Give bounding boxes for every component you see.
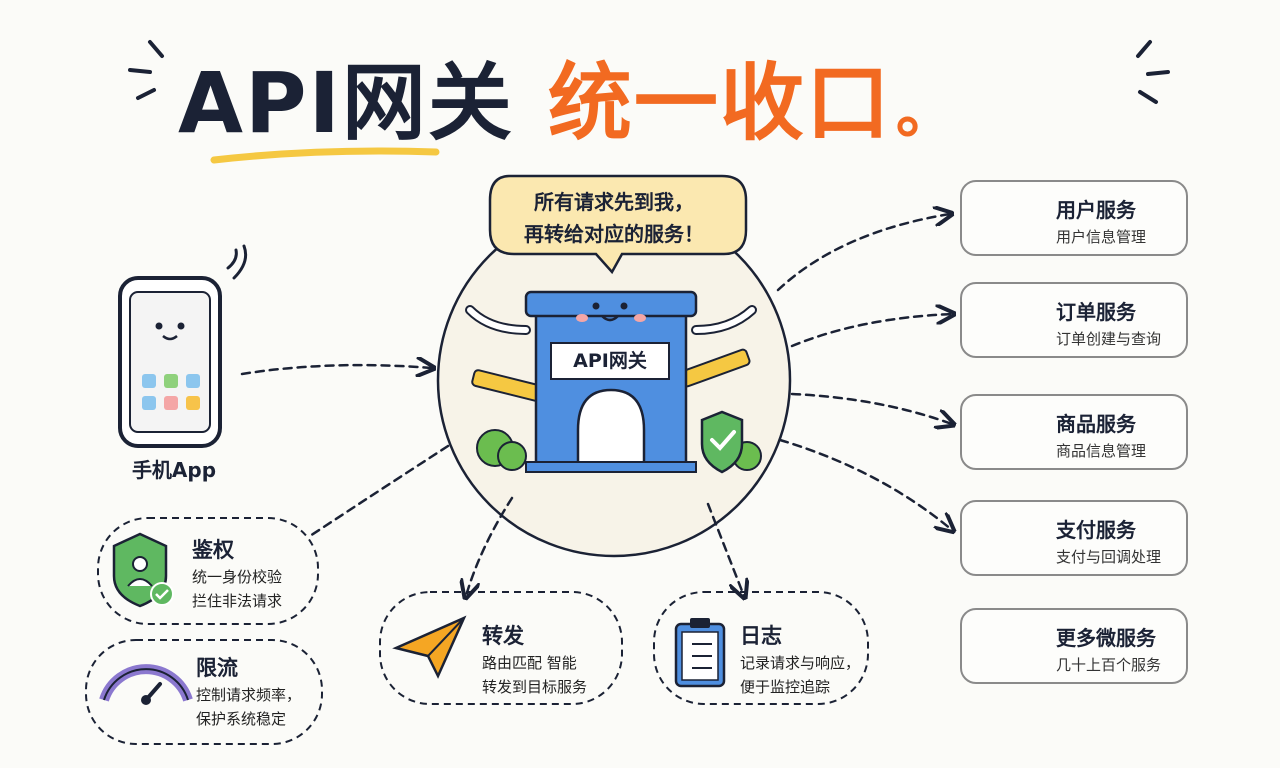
- feature-card-logging: 日志 记录请求与响应， 便于监控追踪: [652, 590, 870, 706]
- feature-line-2: 保护系统稳定: [196, 710, 287, 728]
- service-desc: 几十上百个服务: [1056, 656, 1162, 674]
- feature-frame: [85, 639, 323, 745]
- feature-line-2: 便于监控追踪: [740, 678, 831, 696]
- speech-line-2: 再转给对应的服务！: [524, 222, 704, 246]
- service-name: 支付服务: [1056, 518, 1136, 542]
- service-name: 订单服务: [1056, 300, 1136, 324]
- paper-plane-icon: [392, 615, 467, 679]
- client-label: 手机App: [131, 458, 217, 482]
- feature-line-1: 控制请求频率，: [196, 686, 302, 704]
- speech-bubble-text: 所有请求先到我， 再转给对应的服务！: [494, 186, 734, 250]
- title-end-mark: 。: [895, 77, 958, 147]
- feature-card-forward: 转发 路由匹配 智能 转发到目标服务: [378, 590, 624, 706]
- gateway-label: API网关: [573, 350, 647, 372]
- page-title: API网关统一收口。: [178, 36, 958, 157]
- speech-line-1: 所有请求先到我，: [534, 190, 694, 214]
- feature-line-2: 拦住非法请求: [192, 592, 283, 610]
- title-main: API网关: [178, 54, 514, 152]
- connector-arrows: [240, 214, 952, 596]
- service-name: 更多微服务: [1056, 626, 1156, 650]
- smartphone-icon: [118, 244, 248, 448]
- speech-bubble: [488, 174, 748, 275]
- feature-line-2: 转发到目标服务: [482, 678, 588, 696]
- bush-icon: [476, 429, 762, 471]
- feature-name: 日志: [740, 624, 782, 648]
- service-desc: 支付与回调处理: [1056, 548, 1162, 566]
- service-desc: 用户信息管理: [1056, 228, 1147, 246]
- service-name: 用户服务: [1056, 198, 1136, 222]
- service-card-payment: 支付服务 支付与回调处理: [960, 500, 1188, 576]
- feature-line-1: 统一身份校验: [192, 568, 283, 586]
- feature-frame: [653, 591, 869, 705]
- shield-check-icon: [700, 410, 744, 474]
- title-sparkle-right-icon: [1136, 40, 1170, 104]
- service-desc: 商品信息管理: [1056, 442, 1147, 460]
- feature-card-auth: 鉴权 统一身份校验 拦住非法请求: [96, 516, 320, 626]
- feature-name: 转发: [482, 624, 524, 648]
- gate-mascot-icon: [465, 290, 757, 473]
- feature-frame: [97, 517, 319, 625]
- title-underline: [210, 147, 440, 164]
- clipboard-icon: [674, 618, 726, 688]
- feature-line-1: 记录请求与响应，: [740, 654, 861, 672]
- feature-line-1: 路由匹配 智能: [482, 654, 577, 672]
- feature-name: 限流: [196, 656, 238, 680]
- service-card-more: 更多微服务 几十上百个服务: [960, 608, 1188, 684]
- service-card-user: 用户服务 用户信息管理: [960, 180, 1188, 256]
- feature-name: 鉴权: [192, 538, 234, 562]
- shield-user-icon: [112, 532, 174, 608]
- title-sparkle-left-icon: [128, 40, 164, 100]
- service-name: 商品服务: [1056, 412, 1136, 436]
- title-accent: 统一收口: [547, 54, 892, 152]
- feature-card-ratelimit: 限流 控制请求频率， 保护系统稳定: [84, 638, 324, 746]
- service-card-product: 商品服务 商品信息管理: [960, 394, 1188, 470]
- speedometer-icon: [99, 664, 193, 705]
- service-card-order: 订单服务 订单创建与查询: [960, 282, 1188, 358]
- service-desc: 订单创建与查询: [1056, 330, 1162, 348]
